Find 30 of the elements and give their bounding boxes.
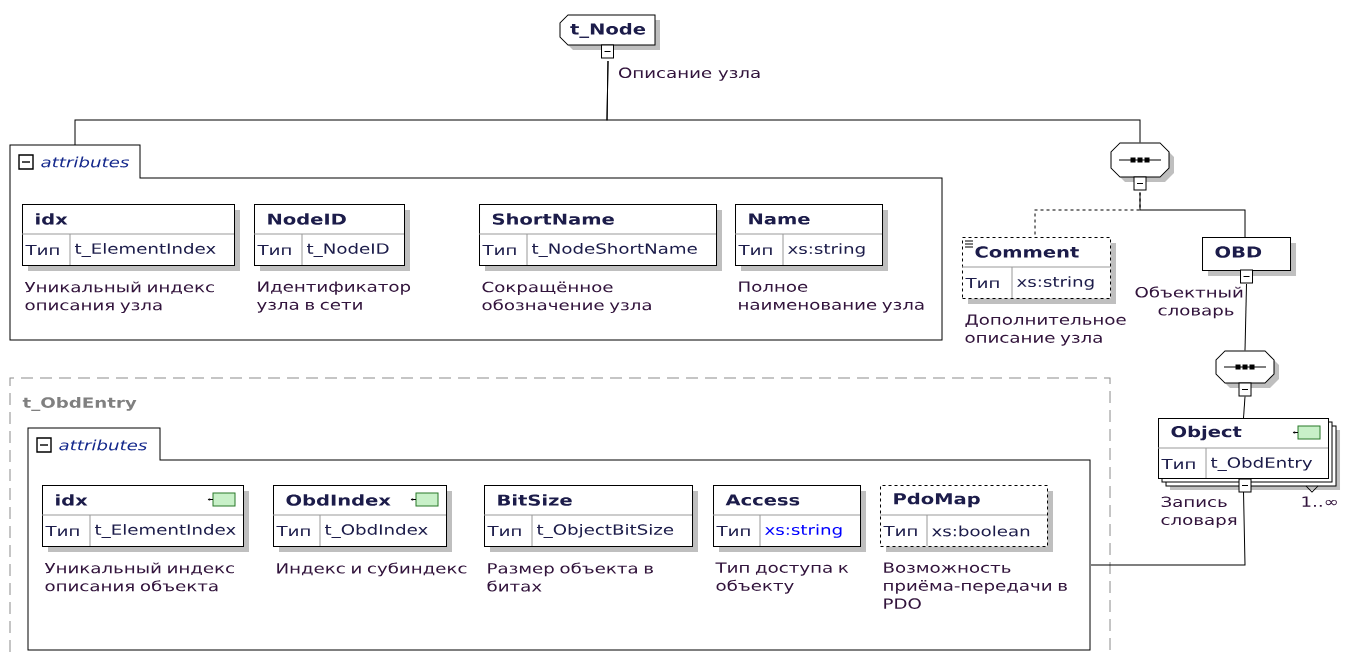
element-box: Object Тип t_ObdEntry — [1157, 418, 1340, 493]
element-box: ObdIndex Тип t_ObdIndex — [272, 485, 452, 552]
description-text: Дополнительное описание узла — [965, 314, 1126, 346]
description-text: Возможность приёма-передачи в PDO — [884, 562, 1067, 609]
description-text: Тип доступа к объекту — [715, 562, 849, 594]
description-text: Уникальный индекс описания узла — [24, 281, 214, 314]
connector — [1090, 491, 1246, 566]
description-text: Размер объекта в битах — [487, 562, 653, 592]
element-box: ShortName Тип t_NodeShortName — [478, 204, 722, 271]
occurrence-label: 1..∞ — [1302, 496, 1337, 507]
description-text: Сокращённое обозначение узла — [482, 281, 651, 314]
element-box: idx Тип t_ElementIndex — [21, 204, 240, 271]
element-box: Access Тип xs:string — [712, 485, 866, 552]
element-box: Comment Тип xs:string — [961, 237, 1116, 304]
element-box: BitSize Тип t_ObjectBitSize — [483, 485, 698, 552]
description-text: Описание узла — [619, 67, 760, 81]
connector — [1243, 396, 1246, 419]
element-box: idx Тип t_ElementIndex — [41, 485, 249, 552]
element-box: Name Тип xs:string — [734, 204, 888, 271]
connector — [1139, 192, 1246, 238]
connector — [606, 60, 1141, 143]
description-text: Индекс и субиндекс — [277, 562, 467, 577]
description-text: Запись словаря — [1161, 496, 1237, 528]
description-text: Объектный словарь — [1135, 286, 1243, 319]
connector — [1244, 283, 1247, 351]
description-text: Полное наименование узла — [739, 281, 924, 313]
description-text: Уникальный индекс описания объекта — [44, 562, 234, 592]
description-text: Идентификатор узла в сети — [257, 281, 411, 313]
element-box: PdoMap Тип xs:boolean — [879, 485, 1053, 552]
element-box: NodeID Тип t_NodeID — [253, 204, 410, 271]
